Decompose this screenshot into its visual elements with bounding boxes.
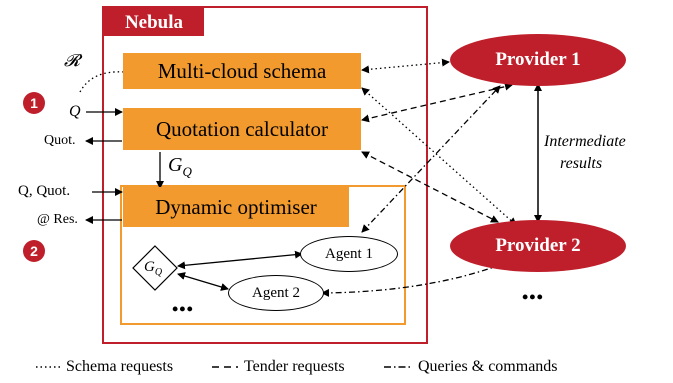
- multicloud-schema-box: Multi-cloud schema: [123, 53, 361, 89]
- edge-schema-p1: [361, 58, 450, 74]
- res-label: @ Res.: [37, 212, 78, 227]
- edge-agent1-p1: [361, 85, 501, 233]
- quotation-calculator-label: Quotation calculator: [155, 116, 329, 141]
- legend-schema-label: Schema requests: [66, 358, 174, 375]
- edge-gq-agent2: [177, 272, 229, 291]
- intermediate-label-2: results: [560, 155, 603, 172]
- edge-gq-agent1: [177, 250, 303, 270]
- q-quot-label: Q, Quot.: [18, 183, 71, 199]
- quot-out-label: Quot.: [44, 133, 76, 148]
- legend-tender-label: Tender requests: [244, 358, 345, 375]
- edge-schema-p2: [361, 87, 517, 226]
- gq-diamond: [132, 245, 178, 291]
- provider-2: Provider 2: [450, 220, 626, 272]
- intermediate-label-1: Intermediate: [544, 133, 626, 150]
- provider-1: Provider 1: [450, 34, 626, 86]
- agents-more: •••: [172, 299, 194, 319]
- legend-queries-label: Queries & commands: [418, 358, 558, 375]
- multicloud-schema-label: Multi-cloud schema: [157, 58, 327, 83]
- dynamic-optimiser-box: Dynamic optimiser: [123, 187, 349, 227]
- agent-1: Agent 1: [300, 236, 398, 272]
- dynamic-optimiser-label: Dynamic optimiser: [155, 194, 317, 219]
- agent-1-label: Agent 1: [325, 245, 373, 262]
- step-2-badge: 2: [23, 240, 45, 262]
- gq-node-label: GQ: [144, 259, 163, 278]
- provider-2-label: Provider 2: [495, 235, 581, 256]
- agent-2-label: Agent 2: [252, 284, 300, 301]
- gq-edge-label: GQ: [168, 154, 192, 179]
- agent-2: Agent 2: [228, 275, 324, 311]
- provider-1-label: Provider 1: [495, 49, 581, 70]
- optimiser-box: [120, 185, 406, 325]
- nebula-title: Nebula: [104, 8, 204, 36]
- edge-r-schema: [79, 71, 125, 93]
- edge-quotation-p1: [361, 82, 513, 123]
- quotation-calculator-box: Quotation calculator: [123, 108, 361, 150]
- providers-more: •••: [522, 287, 544, 307]
- q-label: Q: [69, 103, 81, 120]
- step-1-badge: 1: [23, 92, 45, 114]
- r-label: 𝓡: [64, 51, 80, 70]
